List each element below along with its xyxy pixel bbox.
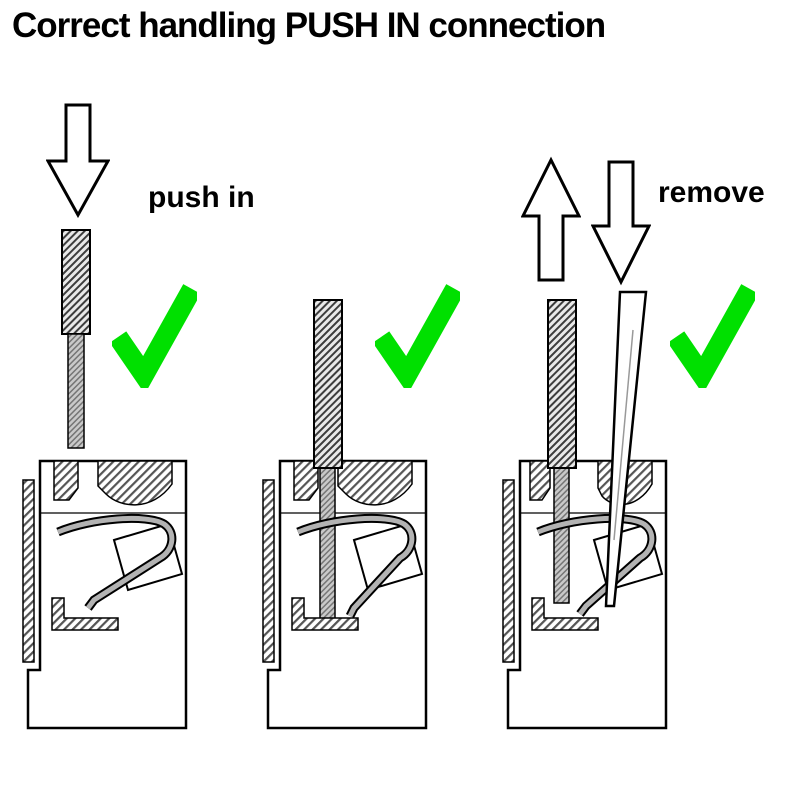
push-in-label: push in xyxy=(148,181,255,214)
screwdriver-icon xyxy=(604,290,648,608)
funnel-right-wall xyxy=(337,460,413,506)
wire-insulation xyxy=(61,229,91,335)
spring-clamp xyxy=(537,515,655,616)
wire-icon xyxy=(547,299,577,469)
mounting-flange xyxy=(502,479,515,663)
wire-conductor-inside xyxy=(553,460,570,604)
down-arrow-icon xyxy=(591,160,651,286)
checkmark-icon xyxy=(112,284,197,388)
clamp-cage xyxy=(352,522,424,592)
mounting-flange xyxy=(262,479,275,663)
busbar xyxy=(291,597,359,631)
funnel-left-wall xyxy=(53,460,79,501)
housing-outline xyxy=(266,459,428,730)
wire-conductor-inside xyxy=(319,460,336,622)
funnel-left-wall xyxy=(529,460,551,501)
mounting-flange xyxy=(22,479,35,663)
wire-insulation xyxy=(547,299,577,469)
down-arrow-icon xyxy=(46,103,110,218)
remove-label: remove xyxy=(658,176,765,209)
wire-insulation xyxy=(313,299,343,469)
checkmark-icon xyxy=(375,284,460,388)
screwdriver-blade-ridge xyxy=(613,329,634,541)
wire-icon xyxy=(313,299,343,469)
terminal-cross-section xyxy=(262,459,428,730)
spring-clamp xyxy=(57,515,175,610)
screwdriver-blade xyxy=(604,290,648,608)
wire-icon xyxy=(61,229,91,449)
page-title: Correct handling PUSH IN connection xyxy=(12,6,606,45)
funnel-right-wall xyxy=(97,460,173,506)
terminal-cross-section xyxy=(22,459,188,730)
wire-conductor xyxy=(67,333,85,449)
up-arrow-icon xyxy=(521,156,581,282)
busbar xyxy=(51,597,119,631)
busbar xyxy=(531,597,599,631)
checkmark-icon xyxy=(670,284,755,388)
spring-clamp xyxy=(297,515,415,618)
